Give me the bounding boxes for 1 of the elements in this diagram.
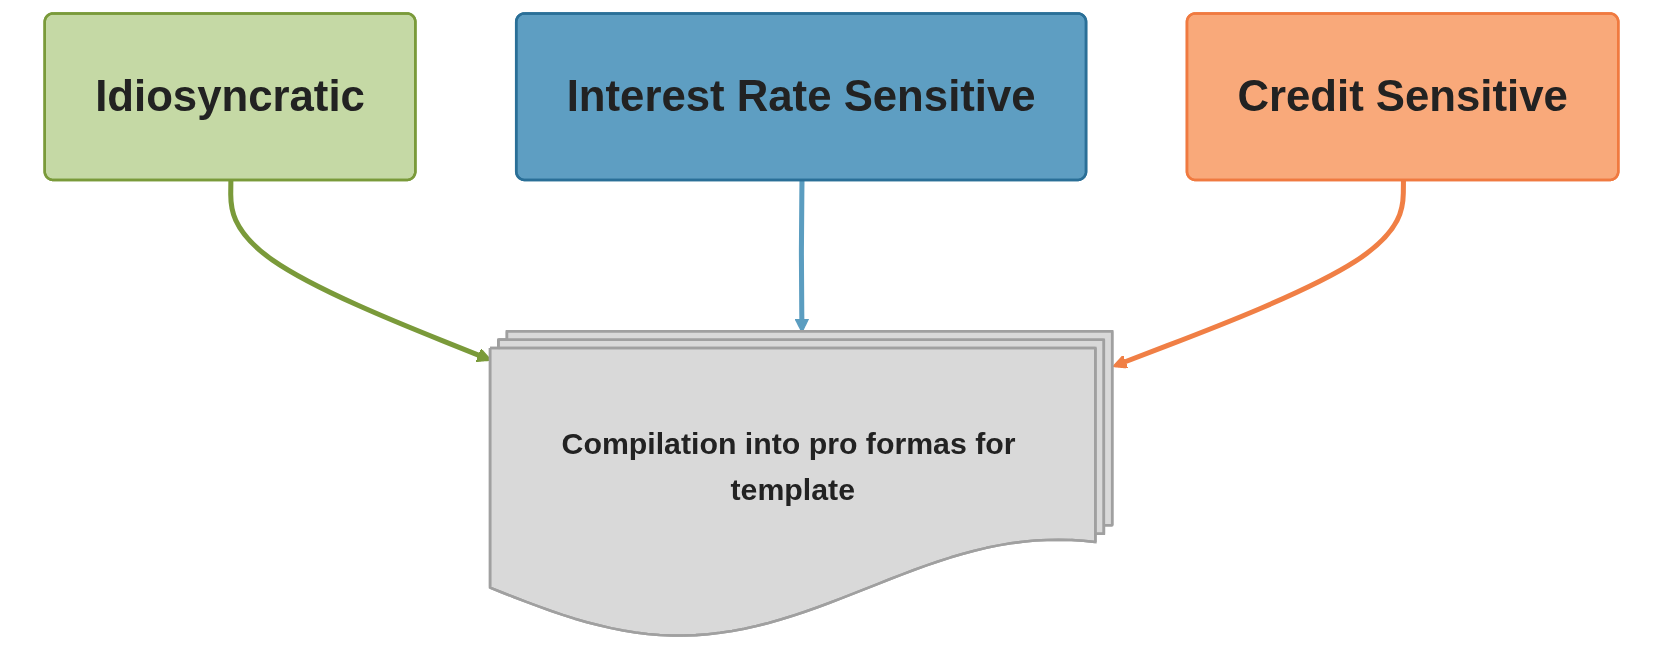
arrow [1112,180,1406,369]
